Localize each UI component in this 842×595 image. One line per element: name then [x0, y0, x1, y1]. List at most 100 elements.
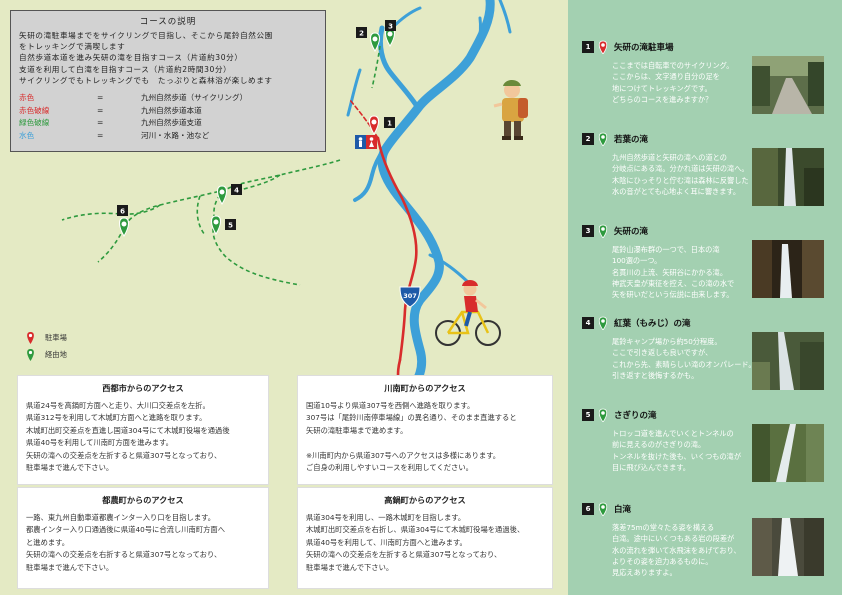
legend-term-red-dashed: 赤色破線	[19, 105, 50, 115]
map-pin-waypoint-3[interactable]	[385, 27, 395, 47]
map-pin-waypoint-4[interactable]	[217, 185, 227, 205]
access-line: 県道40号を利用して川南町方面を進みます。	[26, 438, 173, 448]
course-description-line: 自然歩道本道を進み矢研の滝を目指すコース（片道約30分）	[19, 53, 243, 63]
access-line: と進めます。	[26, 537, 70, 547]
spot-item-1[interactable]: 1 矢研の滝駐車場 ここまでは自転車でのサイクリング。 ここからは、文字通り自分…	[582, 38, 832, 114]
spot-title: 若葉の滝	[614, 135, 649, 145]
map-badges: 1 2 3 4 5 6 307	[117, 20, 417, 300]
map-badge-6: 6	[120, 208, 125, 216]
spot-description: 九州自然歩道と矢研の滝への道との 分岐点にある滝。分かれ道は矢研の滝へ。 木陰に…	[582, 152, 752, 197]
map-badge-1: 1	[387, 120, 392, 128]
spot-text-line: ここからは、文字通り自分の足を	[612, 72, 720, 82]
parking-pin-icon	[27, 332, 34, 344]
legend-eq: =	[97, 93, 104, 103]
spot-text-line: 神武天皇が東征を控え、この滝の水で	[612, 278, 735, 288]
spot-text-line: 分岐点にある滝。分かれ道は矢研の滝へ。	[612, 164, 749, 174]
spot-text-line: 尾鈴キャンプ場から約50分程度。	[612, 337, 722, 346]
course-description-line: をトレッキングで満喫します	[19, 42, 126, 52]
spot-number-badge: 4	[582, 317, 594, 329]
cyclist-illustration	[435, 280, 501, 346]
rivers	[346, 0, 512, 397]
access-box-takanabe: 高鍋町からのアクセス 県道304号を利用し、一路木城町を目指します。 木城町出町…	[298, 488, 552, 588]
spot-text-line: ここで引き返しも良いですが、	[612, 348, 713, 358]
trail-map: 1 2 3 4 5 6 307 コースの説明 矢研の滝駐車場までをサイクリングで…	[10, 0, 552, 588]
access-box-saito: 西都市からのアクセス 県道24号を高鍋町方面へと走り、大川口交差点を左折。 県道…	[18, 376, 268, 484]
access-line: 国道10号より県道307号を西側へ進路を取ります。	[306, 401, 475, 410]
color-legend: 赤色 = 九州自然歩道（サイクリング） 赤色破線 = 九州自然歩道本道 緑色破線…	[19, 92, 317, 141]
spot-item-6[interactable]: 6 白滝 落差75mの堂々たる姿を構える 白滝。途中にいくつもある岩の段差が 水…	[582, 500, 832, 578]
spot-item-4[interactable]: 4 紅葉（もみじ）の滝 尾鈴キャンプ場から約50分程度。 ここで引き返しも良いで…	[582, 314, 832, 390]
map-badge-5: 5	[228, 222, 233, 230]
waypoint-pin-icon	[27, 349, 34, 361]
spot-text-line: よりその姿を迫力あるものに。	[612, 556, 713, 566]
access-line: 都農インター入り口通過後に県道40号に合流し川南町方面へ	[26, 525, 226, 535]
access-line: 県道24号を高鍋町方面へと走り、大川口交差点を左折。	[26, 401, 210, 410]
waypoint-pin-icon	[598, 132, 608, 146]
spot-item-3[interactable]: 3 矢研の滝 尾鈴山瀑布群の一つで、日本の滝 100選の一つ。 名貫川の上流、矢…	[582, 222, 832, 300]
spot-text-line: 目に飛び込んできます。	[612, 462, 690, 472]
spot-item-5[interactable]: 5 さぎりの滝 トロッコ道を進んでいくとトンネルの 前に見えるのがさぎりの滝。 …	[582, 406, 832, 482]
pin-legend-waypoint-label: 経由地	[45, 349, 67, 359]
spot-list: 1 矢研の滝駐車場 ここまでは自転車でのサイクリング。 ここからは、文字通り自分…	[568, 0, 842, 595]
spot-title: 紅葉（もみじ）の滝	[614, 319, 691, 329]
access-line: 駐車場まで進んで下さい。	[306, 562, 394, 572]
legend-eq: =	[97, 130, 104, 140]
spot-text-line: ここまでは自転車でのサイクリング。	[612, 61, 734, 70]
spot-description: トロッコ道を進んでいくとトンネルの 前に見えるのがさぎりの滝。 トンネルを抜けた…	[582, 428, 752, 473]
spot-text-line: 前に見えるのがさぎりの滝。	[612, 440, 706, 450]
course-description-line: 支道を利用して白滝を目指すコース（片道約2時間30分）	[19, 64, 232, 74]
map-pin-waypoint-2[interactable]	[370, 32, 380, 52]
access-line: ご自身の利用しやすいコースを利用してください。	[306, 463, 473, 473]
spot-text-line: 見応えありますよ。	[612, 568, 677, 578]
spot-text-line: トンネルを抜けた後も、いくつもの滝が	[612, 451, 742, 461]
spot-title: 白滝	[614, 505, 632, 515]
map-badge-3: 3	[388, 23, 393, 31]
access-line: ※川南町内から県道307号へのアクセスは多様にあります。	[306, 450, 501, 460]
access-line: 県道40号を利用して、川南町方面へと進みます。	[306, 537, 467, 547]
waypoint-pin-icon	[598, 502, 608, 516]
spot-description: 落差75mの堂々たる姿を構える 白滝。途中にいくつもある岩の段差が 水の流れを弾…	[582, 522, 752, 578]
parking-road-photo	[752, 56, 824, 114]
spot-text-line: 九州自然歩道と矢研の滝への道との	[612, 153, 727, 162]
access-line	[306, 437, 544, 449]
waypoint-pin-icon	[598, 408, 608, 422]
spot-text-line: 木陰にひっそりと佇む滝は森林に反響した	[612, 175, 749, 185]
pin-legend-parking: 駐車場	[26, 331, 67, 344]
waterfall-photo	[752, 332, 824, 390]
waterfall-photo	[752, 518, 824, 576]
spot-title: 矢研の滝	[614, 227, 649, 237]
access-title: 都農町からのアクセス	[102, 495, 184, 505]
spot-item-2[interactable]: 2 若葉の滝 九州自然歩道と矢研の滝への道との 分岐点にある滝。分かれ道は矢研の…	[582, 130, 832, 206]
legend-eq: =	[97, 105, 104, 115]
course-description-title: コースの説明	[139, 17, 197, 27]
spot-text-line: トロッコ道を進んでいくとトンネルの	[612, 429, 734, 438]
spot-text-line: どちらのコースを進みますか？	[612, 94, 713, 104]
access-line: 県道304号を利用し、一路木城町を目指します。	[306, 513, 466, 522]
spot-text-line: 100選の一つ。	[612, 256, 662, 266]
spot-text-line: 引き返すと後悔するかも。	[612, 370, 699, 380]
access-line: 一路、東九州自動車道都農インター入り口を目指します。	[26, 513, 215, 522]
access-line: 木城町出町交差点を右折し、県道304号にて木城町役場を通過後、	[306, 525, 525, 535]
route-number-label: 307	[403, 292, 417, 300]
map-badge-2: 2	[359, 30, 364, 38]
spot-number-badge: 2	[582, 133, 594, 145]
spot-text-line: 水の流れを弾いて水飛沫をあげており、	[612, 545, 741, 555]
spot-description: 尾鈴キャンプ場から約50分程度。 ここで引き返しも良いですが、 これから先、素晴…	[582, 336, 756, 381]
parking-pin-icon	[598, 40, 608, 54]
spot-text-line: 名貫川の上流、矢研谷にかかる滝。	[612, 267, 728, 277]
hiker-illustration	[493, 80, 528, 140]
access-title: 西都市からのアクセス	[102, 383, 184, 393]
legend-term-light-blue: 水色	[19, 130, 35, 140]
map-pin-parking-1[interactable]	[369, 115, 379, 135]
access-box-kawaminami: 川南町からのアクセス 国道10号より県道307号を西側へ進路を取ります。 307…	[298, 376, 552, 484]
pin-legend-parking-label: 駐車場	[45, 332, 67, 342]
map-pin-waypoint-5[interactable]	[211, 215, 221, 235]
access-line: 矢研の滝への交差点を右折すると県道307号となっており、	[26, 550, 222, 560]
legend-desc-red: 九州自然歩道（サイクリング）	[141, 93, 248, 103]
access-line: 矢研の滝への交差点を左折すると県道307号となっており、	[26, 450, 222, 460]
map-pin-waypoint-6[interactable]	[119, 217, 129, 237]
course-description-line: サイクリングでもトレッキングでも たっぷりと森林浴が楽しめます	[19, 75, 273, 85]
map-badge-4: 4	[234, 187, 239, 195]
spot-title: さぎりの滝	[614, 411, 657, 421]
waterfall-photo	[752, 424, 824, 482]
